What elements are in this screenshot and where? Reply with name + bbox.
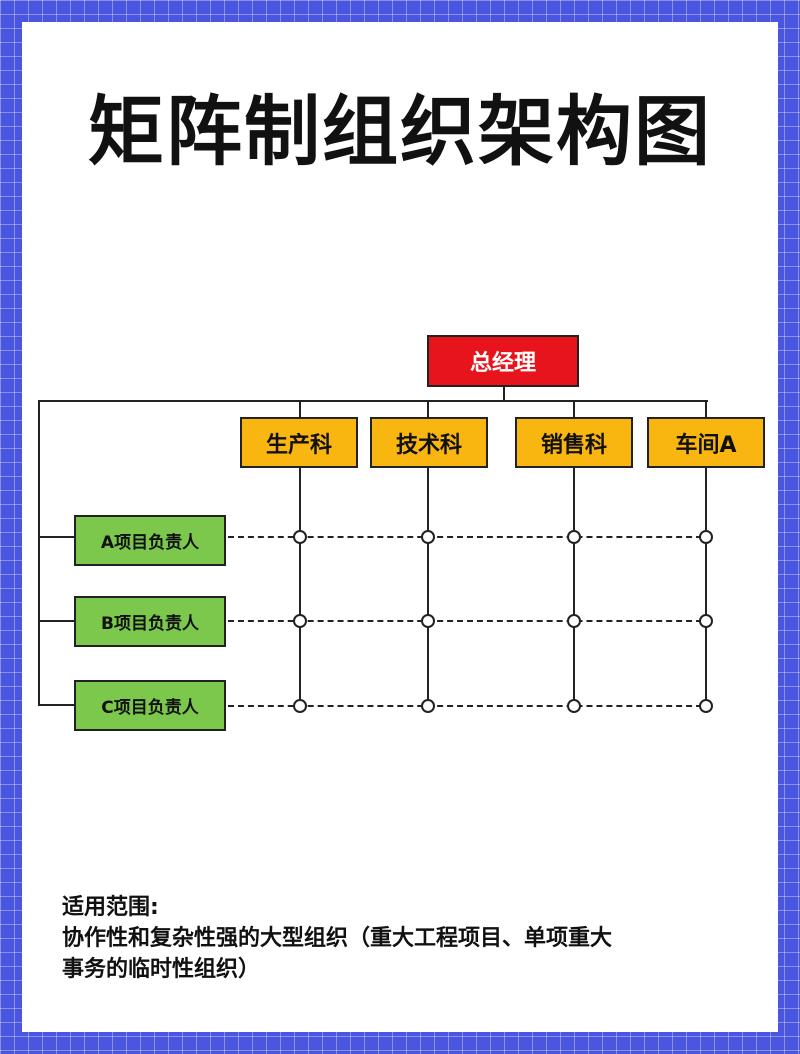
dept-box-production: 生产科 — [240, 417, 358, 468]
scope-note-line: 事务的临时性组织） — [62, 957, 261, 982]
intersection-node — [567, 530, 581, 544]
page-title: 矩阵制组织架构图 — [88, 87, 712, 176]
intersection-node — [421, 530, 435, 544]
left-trunk-line — [38, 400, 40, 706]
scope-note: 适用范围: 协作性和复杂性强的大型组织（重大工程项目、单项重大 事务的临时性组织… — [62, 892, 752, 985]
dept-vertical-line — [427, 467, 429, 707]
dept-drop-line — [573, 400, 575, 418]
intersection-node — [699, 614, 713, 628]
intersection-node — [699, 699, 713, 713]
dept-vertical-line — [705, 467, 707, 707]
lead-box-a: A项目负责人 — [74, 515, 226, 566]
lead-branch-line — [38, 704, 74, 706]
dept-drop-line — [299, 400, 301, 418]
dept-vertical-line — [299, 467, 301, 707]
gm-connector — [503, 386, 505, 402]
dept-box-sales: 销售科 — [515, 417, 633, 468]
intersection-node — [567, 699, 581, 713]
dept-vertical-line — [573, 467, 575, 707]
lead-branch-line — [38, 620, 74, 622]
intersection-node — [293, 699, 307, 713]
scope-note-heading: 适用范围: — [62, 895, 159, 920]
intersection-node — [699, 530, 713, 544]
intersection-node — [421, 699, 435, 713]
project-dashed-line — [228, 620, 712, 622]
dept-box-workshop-a: 车间A — [647, 417, 765, 468]
intersection-node — [293, 614, 307, 628]
project-dashed-line — [228, 536, 712, 538]
top-bus-line — [38, 400, 708, 402]
lead-box-c: C项目负责人 — [74, 680, 226, 731]
dept-box-technology: 技术科 — [370, 417, 488, 468]
dept-drop-line — [427, 400, 429, 418]
scope-note-line: 协作性和复杂性强的大型组织（重大工程项目、单项重大 — [62, 926, 613, 951]
general-manager-box: 总经理 — [427, 335, 579, 387]
dept-drop-line — [705, 400, 707, 418]
project-dashed-line — [228, 705, 712, 707]
lead-branch-line — [38, 536, 74, 538]
lead-box-b: B项目负责人 — [74, 596, 226, 647]
intersection-node — [293, 530, 307, 544]
intersection-node — [567, 614, 581, 628]
intersection-node — [421, 614, 435, 628]
